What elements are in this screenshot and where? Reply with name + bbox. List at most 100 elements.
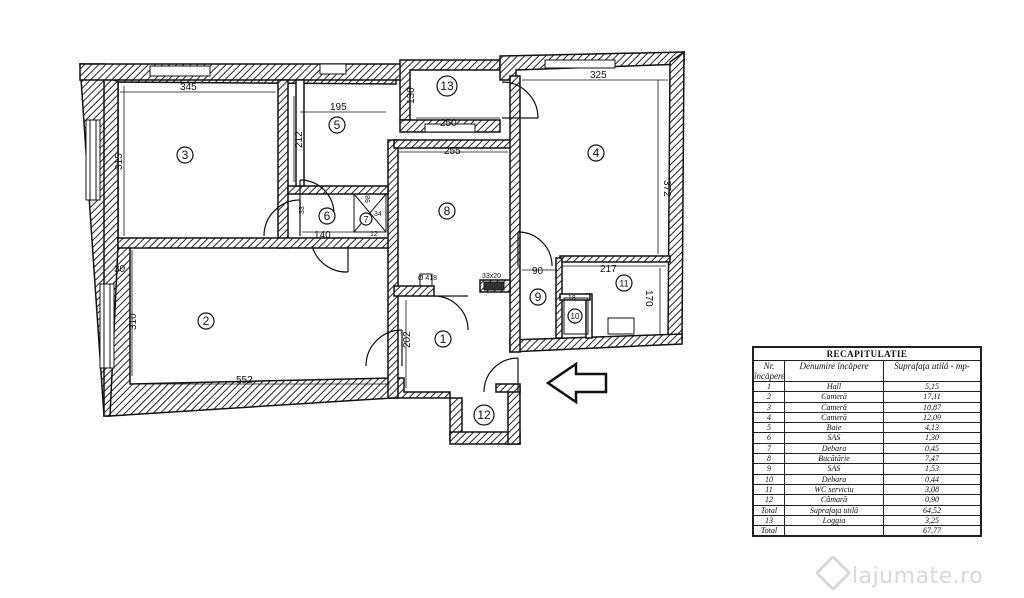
interior-walls — [117, 75, 671, 399]
dim-label: Ø 418 — [418, 275, 437, 282]
dim-label: 12 — [370, 231, 378, 238]
room-3-circle — [176, 146, 194, 164]
cell-area: 7,47 — [925, 454, 939, 464]
cell-nr: 13 — [754, 515, 785, 526]
cell-area: 17,11 — [923, 392, 941, 402]
cell-nr: 10 — [754, 474, 785, 484]
cell-name: SAS — [785, 464, 884, 474]
room-5-circle — [328, 116, 346, 134]
table-row: Total 67,77 — [754, 526, 980, 536]
cell-name: Cameră — [785, 412, 884, 423]
col-nr-header: Nr. încăpere — [754, 361, 786, 381]
cell-nr: Total — [754, 526, 785, 536]
dim-label: 217 — [600, 264, 617, 275]
room-11-circle — [615, 274, 633, 292]
dim-label: 315 — [114, 153, 125, 170]
dim-label: 18 — [568, 295, 576, 302]
dim-label: 33 — [299, 206, 306, 214]
outer-walls — [79, 50, 685, 445]
cell-name — [785, 526, 884, 536]
room-label: 3 — [182, 148, 189, 162]
cell-name: Cameră — [785, 402, 884, 412]
cell-area: 67,77 — [923, 526, 941, 536]
room-label: 4 — [593, 146, 600, 160]
cell-area: 1,30 — [925, 433, 939, 443]
room-labels — [176, 75, 633, 426]
room-12-circle — [473, 404, 495, 426]
cell-name: Baie — [785, 423, 884, 433]
windows — [85, 59, 635, 369]
room-8-circle — [438, 202, 456, 220]
room-label: 6 — [324, 209, 331, 223]
dim-label: 30 — [114, 264, 126, 275]
fixtures — [353, 193, 589, 335]
dim-label: 195 — [330, 102, 347, 113]
cell-area: 4,13 — [925, 423, 939, 433]
cell-name: Cameră — [785, 392, 884, 402]
entrance-arrow-icon — [545, 361, 608, 405]
cell-nr: 9 — [754, 464, 785, 474]
dim-label: 250 — [440, 118, 457, 129]
room-13-circle — [436, 75, 458, 97]
dim-label: 34 — [374, 211, 382, 218]
cell-nr: 3 — [754, 402, 785, 412]
room-1-circle — [434, 330, 452, 348]
dim-label: 325 — [590, 70, 607, 81]
cell-area: 12,09 — [923, 412, 941, 422]
dim-label: 140 — [314, 230, 331, 241]
cell-nr: 8 — [754, 454, 785, 464]
cell-nr: 12 — [754, 495, 785, 505]
dim-label: 90 — [532, 266, 544, 277]
room-label: 1 — [440, 332, 447, 346]
cell-area: 0,44 — [925, 474, 939, 484]
col-area-header: Suprafaţa utilă - mp- — [894, 361, 970, 371]
room-label: 7 — [363, 214, 368, 224]
cell-nr: Total — [754, 505, 785, 515]
cell-nr: 11 — [754, 484, 785, 495]
recap-table: RECAPITULATIE Nr. încăpere Denumire încă… — [752, 346, 982, 538]
recap-header-row: Nr. încăpere Denumire încăpere Suprafaţa… — [754, 361, 980, 382]
dim-label: 345 — [180, 82, 197, 93]
cell-area: 0,45 — [925, 443, 939, 453]
watermark-text: lajumate.ro — [852, 564, 984, 589]
lajumate-logo-icon — [814, 554, 852, 592]
dim-label: 372 — [661, 180, 672, 197]
room-2-circle — [197, 312, 215, 330]
watermark: lajumate.ro — [814, 554, 984, 592]
cell-nr: 2 — [754, 392, 785, 402]
cell-area: 1,53 — [925, 464, 939, 474]
dim-label: 212 — [294, 131, 305, 148]
col-name-header: Denumire încăpere — [785, 361, 884, 381]
room-10-circle — [567, 308, 583, 324]
cell-name: Debara — [785, 474, 884, 484]
dim-label: 170 — [643, 290, 654, 307]
room-9-circle — [529, 288, 547, 306]
cell-name: WC serviciu — [785, 484, 884, 495]
cell-name: Bucătărie — [785, 454, 884, 464]
cell-nr: 1 — [754, 382, 785, 392]
room-label: 8 — [444, 204, 451, 218]
cell-name: SAS — [785, 433, 884, 443]
dim-label: 255 — [444, 146, 461, 157]
cell-nr: 5 — [754, 423, 785, 433]
cell-area: 10,87 — [923, 402, 941, 412]
cell-nr: 7 — [754, 443, 785, 454]
cell-area: 3,25 — [925, 515, 939, 525]
cell-area: 3,08 — [925, 484, 939, 494]
cell-name: Loggia — [785, 515, 884, 526]
cell-name: Cămară — [785, 495, 884, 505]
dim-label: 202 — [402, 331, 413, 348]
